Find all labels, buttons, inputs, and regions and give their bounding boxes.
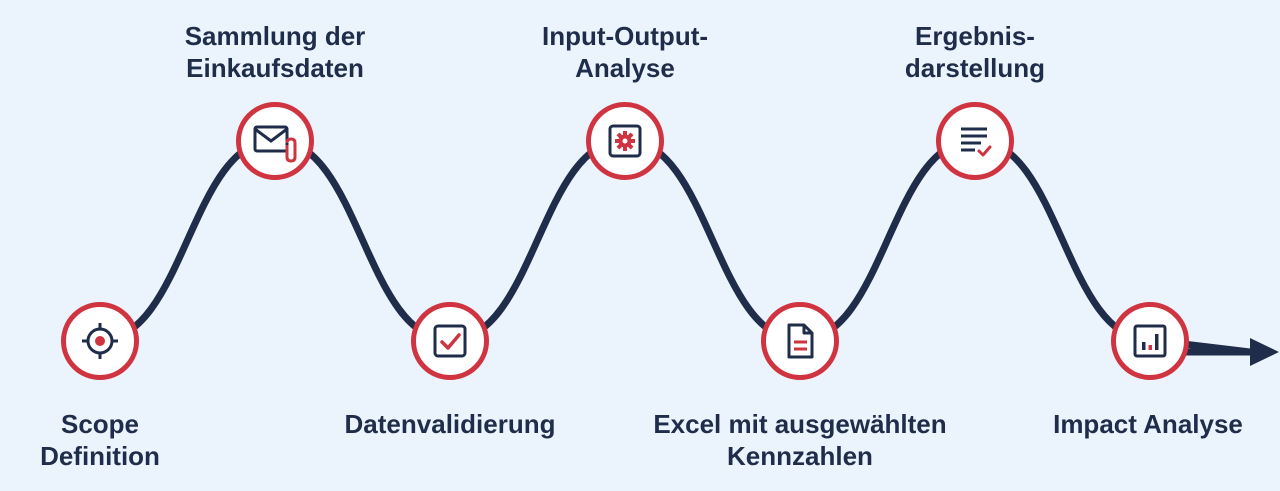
bar-chart-icon [1133,324,1167,358]
step-node-scope-definition [61,302,139,380]
step-label-input-output-analyse: Input-Output- Analyse [541,21,709,83]
target-icon [82,323,118,359]
report-checklist-icon [961,127,992,157]
step-node-impact-analyse [1111,302,1189,380]
checkbox-icon [433,324,467,358]
arrowhead-icon [1250,338,1279,366]
step-node-excel-kennzahlen [761,302,839,380]
step-label-datenvalidierung: Datenvalidierung [344,409,556,439]
step-node-input-output-analyse [586,102,664,180]
step-label-impact-analyse: Impact Analyse [1053,409,1243,439]
step-node-datenvalidierung [411,302,489,380]
step-label-scope-definition: Scope Definition [40,409,160,471]
step-node-sammlung-einkaufsdaten [236,102,314,180]
step-label-excel-kennzahlen: Excel mit ausgewählten Kennzahlen [653,409,947,471]
mail-attachment-icon [253,125,297,163]
gear-icon [608,124,642,158]
document-icon [787,323,814,359]
step-node-ergebnisdarstellung [936,102,1014,180]
step-label-sammlung-einkaufsdaten: Sammlung der Einkaufsdaten [184,21,366,83]
step-label-ergebnisdarstellung: Ergebnis- darstellung [904,21,1046,83]
